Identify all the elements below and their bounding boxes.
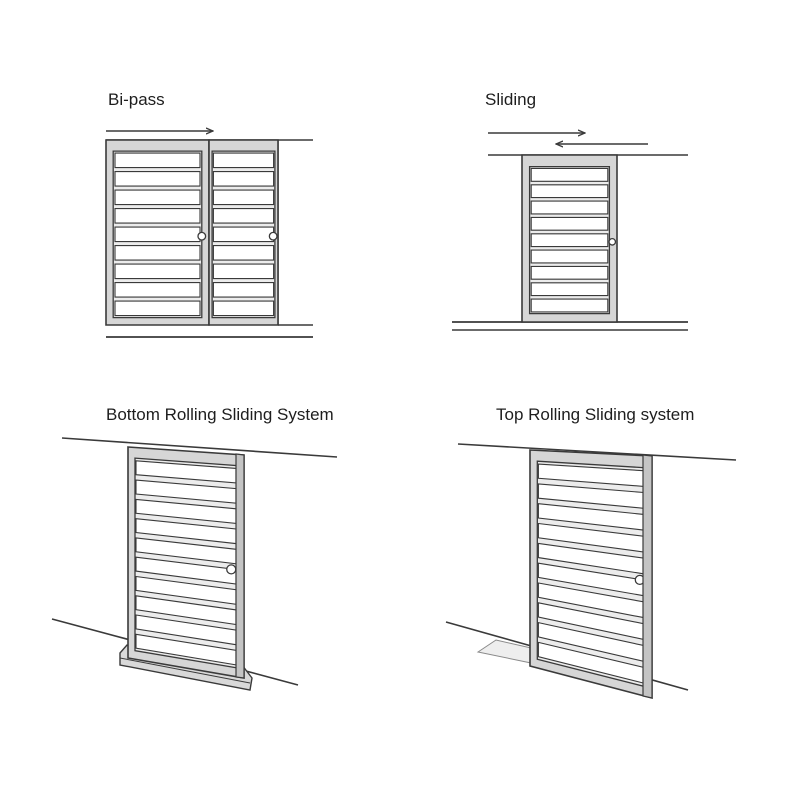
louver-slat <box>530 200 609 215</box>
door-knob <box>197 231 207 241</box>
bottom-rolling-ceiling-line <box>61 437 338 458</box>
top-rolling-label: Top Rolling Sliding system <box>496 405 695 424</box>
louver-slat <box>212 245 275 261</box>
top-rolling-door <box>529 449 653 700</box>
louver-slat <box>114 300 201 317</box>
sliding-door <box>521 154 618 323</box>
louver-slat <box>530 233 609 248</box>
bi-pass-label: Bi-pass <box>108 90 165 109</box>
louver-slat <box>212 171 275 187</box>
louver-slat <box>114 171 201 187</box>
top-rolling-diagram <box>445 443 737 700</box>
louver-slat <box>212 189 275 206</box>
sliding-label: Sliding <box>485 90 537 109</box>
louver-slat <box>114 189 201 206</box>
louver-slat <box>530 167 609 182</box>
louver-slat <box>114 263 201 280</box>
bi-pass-right-door <box>208 139 279 326</box>
louver-slat <box>530 249 609 264</box>
louver-slat <box>212 300 275 317</box>
louver-slat <box>114 245 201 261</box>
bottom-rolling-track-edge <box>119 657 251 684</box>
bottom-rolling-door <box>127 446 245 679</box>
bi-pass-diagram <box>105 131 313 338</box>
top-rolling-ceiling-line <box>457 443 737 461</box>
louver-slat <box>212 208 275 224</box>
louver-slat <box>530 265 609 280</box>
louver-slat <box>530 216 609 231</box>
louver-slat <box>530 184 609 199</box>
door-knob <box>226 564 237 575</box>
louver-slat <box>212 263 275 280</box>
louver-slat <box>212 152 275 169</box>
louver-slat <box>114 282 201 298</box>
louver-slat <box>114 208 201 224</box>
door-knob <box>608 237 617 246</box>
bi-pass-left-door <box>105 139 210 326</box>
sliding-diagram <box>452 133 688 331</box>
door-edge <box>642 454 653 699</box>
door-edge <box>235 453 245 679</box>
door-knob <box>268 231 278 241</box>
louver-slat <box>114 152 201 169</box>
louver-slat <box>114 226 201 243</box>
bottom-rolling-label: Bottom Rolling Sliding System <box>106 405 334 424</box>
louver-slat <box>212 282 275 298</box>
louver-slat <box>212 226 275 243</box>
bottom-rolling-diagram <box>51 437 338 691</box>
louver-slat <box>530 298 609 313</box>
louver-slat <box>530 282 609 297</box>
